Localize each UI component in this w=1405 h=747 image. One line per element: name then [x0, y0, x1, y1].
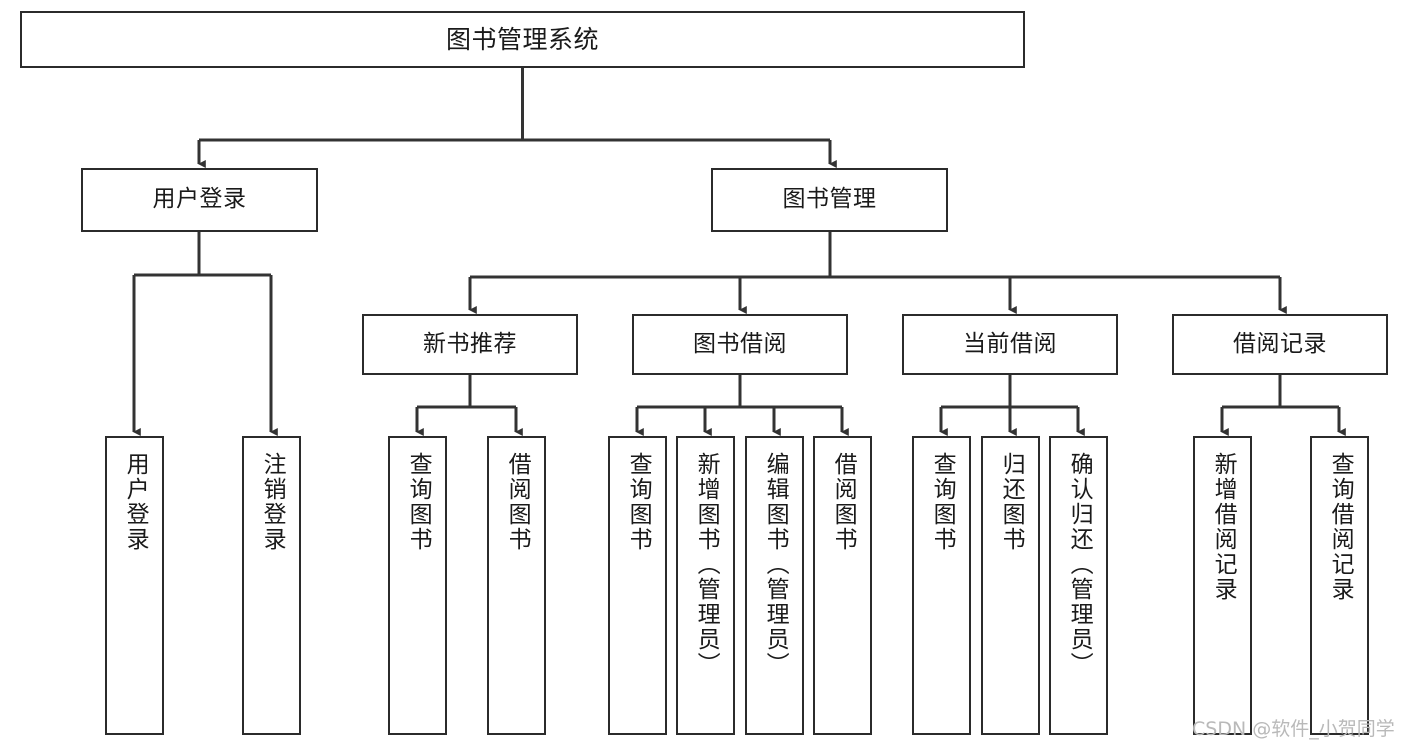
node-current-borrow[interactable]: 当前借阅 [902, 314, 1118, 375]
node-borrow-record[interactable]: 借阅记录 [1172, 314, 1388, 375]
node-leaf-query-record[interactable]: 查询借阅记录 [1310, 436, 1369, 735]
node-user-login-label: 用户登录 [152, 186, 247, 213]
node-leaf-borrow-book-2[interactable]: 借阅图书 [813, 436, 872, 735]
node-book-borrow-label: 图书借阅 [693, 330, 787, 357]
node-leaf-query-book-3-label: 查询图书 [929, 452, 956, 552]
node-book-management[interactable]: 图书管理 [711, 168, 948, 232]
node-leaf-edit-book-label: 编辑图书（管理员） [762, 452, 789, 677]
node-leaf-query-book-2-label: 查询图书 [625, 452, 652, 552]
node-leaf-borrow-book-1[interactable]: 借阅图书 [487, 436, 546, 735]
node-leaf-query-book-1-label: 查询图书 [405, 452, 432, 552]
node-new-book-recommend[interactable]: 新书推荐 [362, 314, 578, 375]
csdn-watermark: CSDN @软件_小贺同学 [1192, 718, 1395, 740]
node-leaf-query-book-3[interactable]: 查询图书 [912, 436, 971, 735]
node-leaf-return-book-label: 归还图书 [998, 452, 1025, 552]
node-new-book-recommend-label: 新书推荐 [423, 330, 517, 357]
node-root[interactable]: 图书管理系统 [20, 11, 1025, 68]
node-leaf-add-book-label: 新增图书（管理员） [693, 452, 720, 677]
node-leaf-add-book[interactable]: 新增图书（管理员） [676, 436, 735, 735]
node-leaf-add-record-label: 新增借阅记录 [1210, 452, 1237, 602]
node-leaf-confirm-return[interactable]: 确认归还（管理员） [1049, 436, 1108, 735]
node-leaf-user-login-label: 用户登录 [122, 452, 149, 552]
node-book-borrow[interactable]: 图书借阅 [632, 314, 848, 375]
node-leaf-confirm-return-label: 确认归还（管理员） [1066, 452, 1093, 677]
node-leaf-query-book-2[interactable]: 查询图书 [608, 436, 667, 735]
node-borrow-record-label: 借阅记录 [1233, 330, 1327, 357]
node-leaf-borrow-book-2-label: 借阅图书 [830, 452, 857, 552]
node-leaf-user-logout-label: 注销登录 [259, 452, 286, 552]
node-book-management-label: 图书管理 [782, 186, 877, 213]
node-user-login[interactable]: 用户登录 [81, 168, 318, 232]
node-leaf-user-logout[interactable]: 注销登录 [242, 436, 301, 735]
node-leaf-query-record-label: 查询借阅记录 [1327, 452, 1354, 602]
node-leaf-user-login[interactable]: 用户登录 [105, 436, 164, 735]
node-leaf-add-record[interactable]: 新增借阅记录 [1193, 436, 1252, 735]
node-leaf-query-book-1[interactable]: 查询图书 [388, 436, 447, 735]
node-leaf-return-book[interactable]: 归还图书 [981, 436, 1040, 735]
node-leaf-borrow-book-1-label: 借阅图书 [504, 452, 531, 552]
node-leaf-edit-book[interactable]: 编辑图书（管理员） [745, 436, 804, 735]
node-current-borrow-label: 当前借阅 [963, 330, 1057, 357]
node-root-label: 图书管理系统 [445, 24, 599, 54]
